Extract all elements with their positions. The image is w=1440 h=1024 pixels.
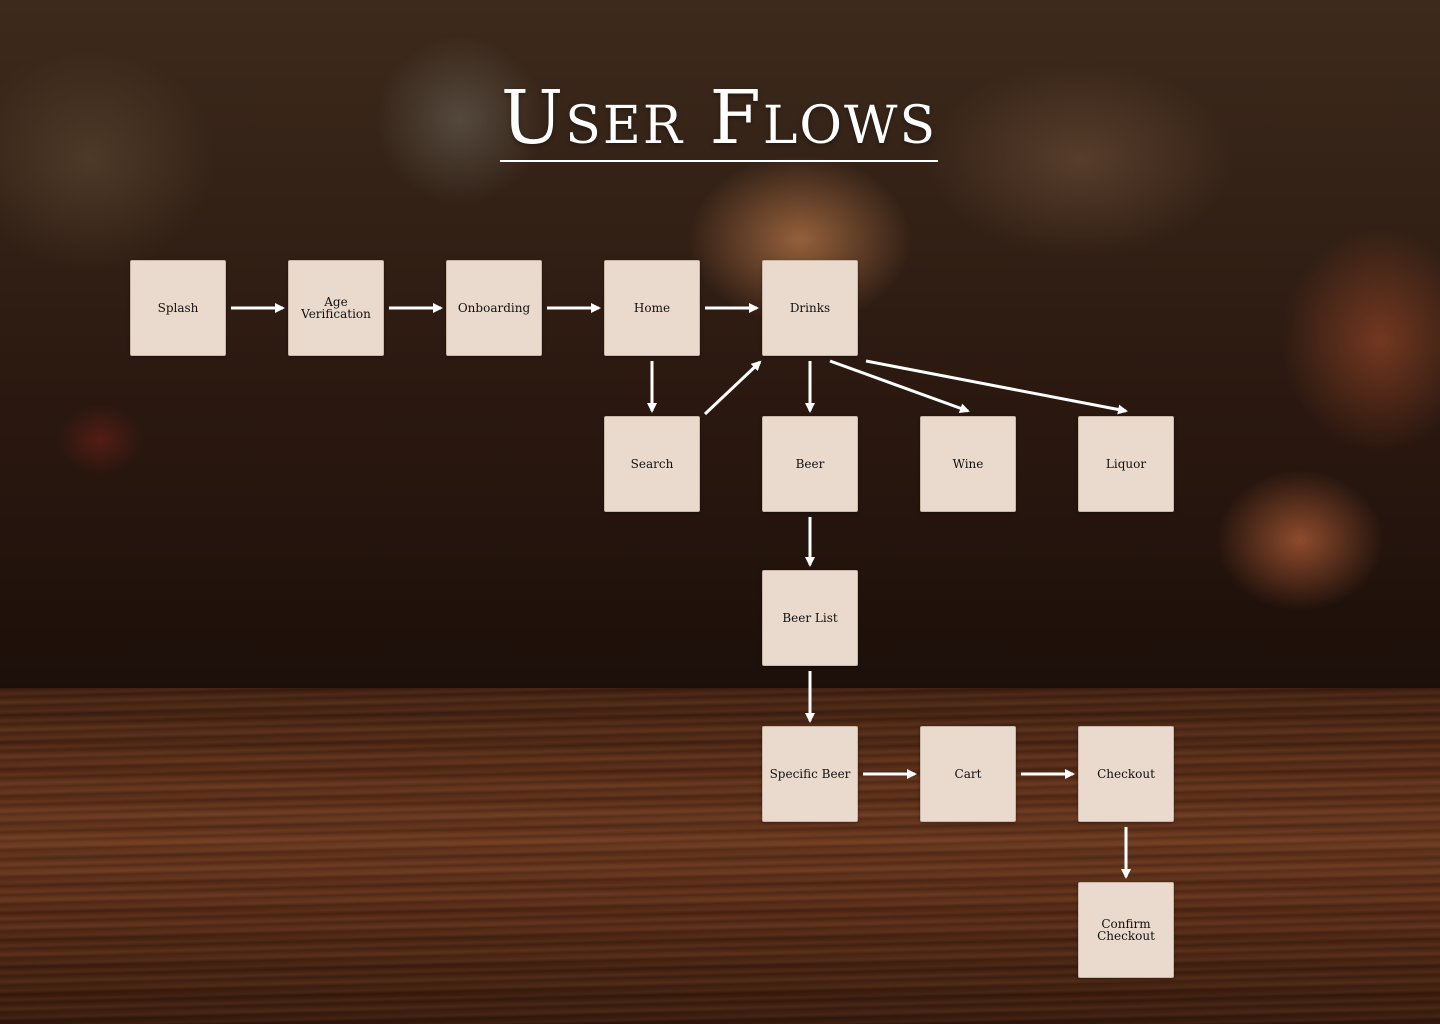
node-label: Cart: [954, 767, 982, 781]
node-search[interactable]: Search: [604, 416, 700, 512]
node-onboarding[interactable]: Onboarding: [446, 260, 542, 356]
node-label: Drinks: [789, 301, 831, 315]
node-age-verification[interactable]: Age Verification: [288, 260, 384, 356]
node-specific-beer[interactable]: Specific Beer: [762, 726, 858, 822]
node-label: Liquor: [1105, 457, 1147, 471]
node-label: Age Verification: [301, 295, 371, 321]
node-splash[interactable]: Splash: [130, 260, 226, 356]
page-title: User Flows: [500, 75, 938, 161]
node-label: Beer List: [782, 611, 838, 625]
node-label: Specific Beer: [769, 767, 851, 781]
node-home[interactable]: Home: [604, 260, 700, 356]
node-label: Beer: [795, 457, 825, 471]
node-label: Confirm Checkout: [1097, 917, 1155, 943]
node-label: Checkout: [1097, 767, 1155, 781]
node-drinks[interactable]: Drinks: [762, 260, 858, 356]
node-beer[interactable]: Beer: [762, 416, 858, 512]
node-checkout[interactable]: Checkout: [1078, 726, 1174, 822]
node-cart[interactable]: Cart: [920, 726, 1016, 822]
node-confirm-checkout[interactable]: Confirm Checkout: [1078, 882, 1174, 978]
node-label: Home: [633, 301, 671, 315]
node-wine[interactable]: Wine: [920, 416, 1016, 512]
arrow-drinks-to-liquor: [865, 359, 1128, 415]
node-label: Search: [630, 457, 674, 471]
arrow-drinks-to-wine: [829, 359, 970, 413]
arrow-search-to-drinks: [703, 360, 762, 416]
node-label: Onboarding: [457, 301, 531, 315]
node-beer-list[interactable]: Beer List: [762, 570, 858, 666]
wooden-table-surface: [0, 688, 1440, 1024]
node-label: Wine: [952, 457, 984, 471]
node-label: Splash: [157, 301, 199, 315]
node-liquor[interactable]: Liquor: [1078, 416, 1174, 512]
title-underline: [500, 160, 938, 162]
page-title-block: User Flows: [500, 78, 938, 162]
